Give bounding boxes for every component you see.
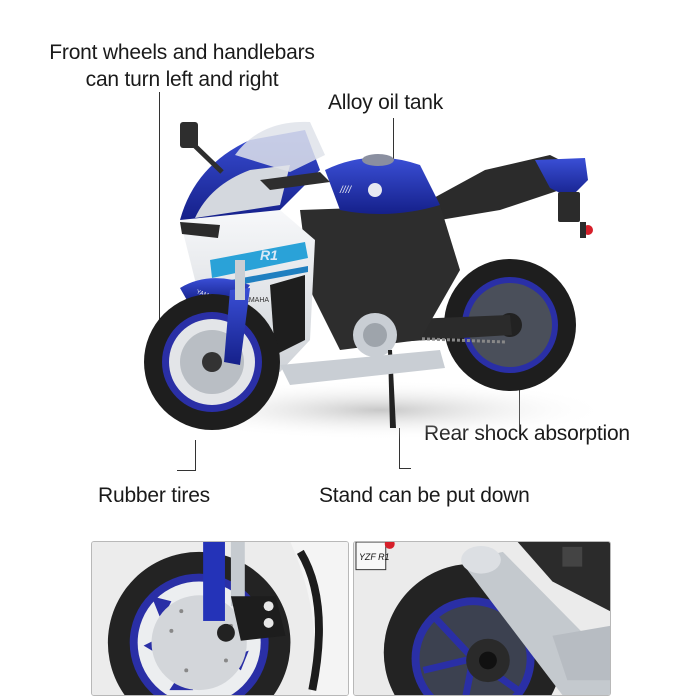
leader-line-tires-v <box>195 440 196 470</box>
detail-image-rear-wheel: YZF R1 <box>353 541 611 696</box>
leader-line-stand-v <box>399 428 400 468</box>
svg-text:YZF R1: YZF R1 <box>359 552 390 562</box>
leader-line-front-wheel <box>159 92 160 360</box>
leader-line-tires-h <box>177 470 196 471</box>
callout-tires: Rubber tires <box>98 484 210 507</box>
motorcycle-image: //// R1 YAMAHA YAMAHA <box>140 110 610 450</box>
callout-stand: Stand can be put down <box>319 484 530 507</box>
leader-line-stand-h <box>399 468 411 469</box>
svg-text:YAMAHA: YAMAHA <box>240 297 269 304</box>
callout-front-wheel-line1: Front wheels and handlebars <box>49 41 315 64</box>
callout-front-wheel: Front wheels and handlebars can turn lef… <box>33 40 331 93</box>
svg-text:////: //// <box>339 185 352 196</box>
leader-line-oil-tank <box>393 118 394 168</box>
svg-text:R1: R1 <box>260 247 278 263</box>
front-wheel <box>144 294 280 430</box>
callout-front-wheel-line2: can turn left and right <box>85 68 279 91</box>
callout-oil-tank: Alloy oil tank <box>328 91 444 114</box>
detail-image-front-wheel <box>91 541 349 696</box>
